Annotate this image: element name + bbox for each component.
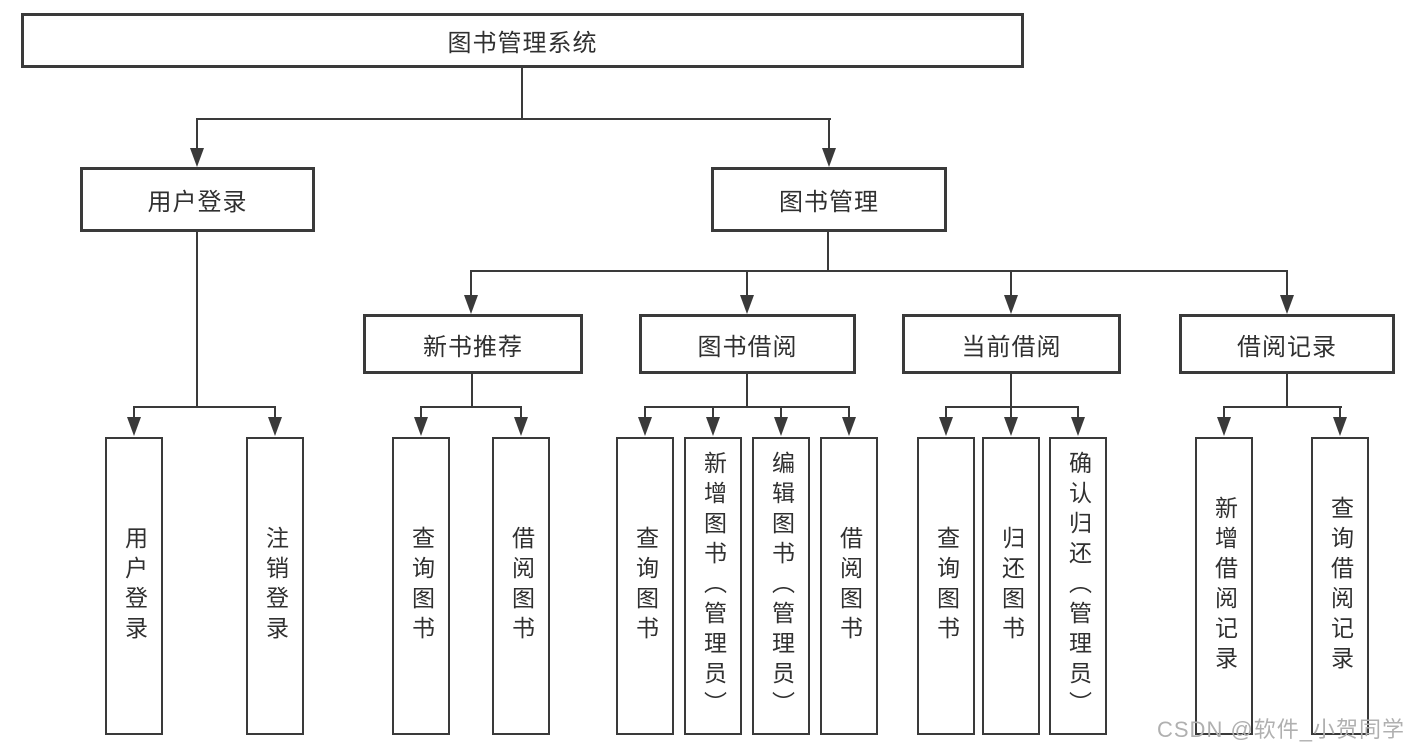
arrow-down-icon — [1280, 295, 1294, 314]
connector-line — [746, 270, 748, 296]
arrow-down-icon — [268, 417, 282, 436]
leaf-add-borrow-record: 新增借阅记录 — [1195, 437, 1253, 735]
connector-line — [827, 231, 829, 272]
connector-line — [712, 406, 714, 418]
leaf-borrow-books: 借阅图书 — [820, 437, 878, 735]
connector-line — [644, 406, 646, 418]
connector-line — [1010, 270, 1012, 296]
connector-line — [1010, 406, 1012, 418]
arrow-down-icon — [706, 417, 720, 436]
arrow-down-icon — [1333, 417, 1347, 436]
connector-line — [274, 406, 276, 418]
node-root-label: 图书管理系统 — [447, 30, 598, 57]
node-borrow-records: 借阅记录 — [1179, 314, 1395, 374]
connector-line — [196, 118, 198, 150]
arrow-down-icon — [1004, 295, 1018, 314]
connector-line — [470, 270, 472, 296]
leaf-return-book: 归还图书 — [982, 437, 1040, 735]
arrow-down-icon — [514, 417, 528, 436]
leaf-query-borrow-record: 查询借阅记录 — [1311, 437, 1369, 735]
leaf-label: 新增图书（管理员） — [700, 451, 727, 721]
leaf-user-login: 用户登录 — [105, 437, 163, 735]
node-label: 新书推荐 — [423, 333, 523, 361]
connector-line — [780, 406, 782, 418]
leaf-label: 新增借阅记录 — [1211, 496, 1238, 676]
connector-line — [828, 118, 830, 150]
csdn-watermark: CSDN @软件_小贺同学 — [1157, 717, 1405, 742]
connector-line — [746, 374, 748, 408]
connector-line — [196, 118, 831, 120]
connector-line — [134, 406, 276, 408]
connector-line — [1286, 374, 1288, 408]
leaf-label: 归还图书 — [998, 526, 1025, 646]
arrow-down-icon — [740, 295, 754, 314]
leaf-confirm-return-admin: 确认归还（管理员） — [1049, 437, 1107, 735]
arrow-down-icon — [1004, 417, 1018, 436]
node-root: 图书管理系统 — [21, 13, 1024, 68]
connector-line — [521, 68, 523, 119]
node-label: 用户登录 — [147, 189, 248, 216]
connector-line — [1223, 406, 1225, 418]
connector-line — [1339, 406, 1341, 418]
node-label: 图书借阅 — [697, 333, 798, 361]
arrow-down-icon — [842, 417, 856, 436]
leaf-borrow-books: 借阅图书 — [492, 437, 550, 735]
node-current-borrow: 当前借阅 — [902, 314, 1121, 374]
connector-line — [945, 406, 947, 418]
connector-line — [1286, 270, 1288, 296]
leaf-add-book-admin: 新增图书（管理员） — [684, 437, 742, 735]
leaf-query-books: 查询图书 — [917, 437, 975, 735]
leaf-label: 确认归还（管理员） — [1065, 451, 1092, 721]
connector-line — [645, 406, 850, 408]
leaf-edit-book-admin: 编辑图书（管理员） — [752, 437, 810, 735]
connector-line — [520, 406, 522, 418]
leaf-label: 借阅图书 — [836, 526, 863, 646]
connector-line — [421, 406, 522, 408]
leaf-label: 用户登录 — [121, 526, 148, 646]
leaf-label: 查询图书 — [933, 526, 960, 646]
arrow-down-icon — [414, 417, 428, 436]
connector-line — [471, 374, 473, 408]
connector-line — [420, 406, 422, 418]
leaf-label: 借阅图书 — [508, 526, 535, 646]
node-book-borrow: 图书借阅 — [639, 314, 856, 374]
connector-line — [1224, 406, 1342, 408]
arrow-down-icon — [638, 417, 652, 436]
leaf-label: 编辑图书（管理员） — [768, 451, 795, 721]
connector-line — [1077, 406, 1079, 418]
node-label: 借阅记录 — [1237, 333, 1337, 361]
connector-line — [946, 406, 1079, 408]
arrow-down-icon — [190, 148, 204, 167]
connector-line — [848, 406, 850, 418]
connector-line — [133, 406, 135, 418]
node-user-login: 用户登录 — [80, 167, 315, 232]
node-book-management: 图书管理 — [711, 167, 947, 232]
arrow-down-icon — [774, 417, 788, 436]
arrow-down-icon — [464, 295, 478, 314]
connector-line — [470, 270, 1288, 272]
leaf-logout: 注销登录 — [246, 437, 304, 735]
leaf-label: 注销登录 — [262, 526, 289, 646]
connector-line — [1010, 374, 1012, 408]
leaf-label: 查询借阅记录 — [1327, 496, 1354, 676]
node-new-book-recommend: 新书推荐 — [363, 314, 583, 374]
leaf-query-books: 查询图书 — [616, 437, 674, 735]
arrow-down-icon — [127, 417, 141, 436]
arrow-down-icon — [822, 148, 836, 167]
arrow-down-icon — [1217, 417, 1231, 436]
leaf-label: 查询图书 — [408, 526, 435, 646]
node-label: 当前借阅 — [961, 333, 1062, 361]
leaf-query-books: 查询图书 — [392, 437, 450, 735]
connector-line — [196, 232, 198, 408]
leaf-label: 查询图书 — [632, 526, 659, 646]
node-label: 图书管理 — [779, 189, 879, 216]
arrow-down-icon — [1071, 417, 1085, 436]
arrow-down-icon — [939, 417, 953, 436]
